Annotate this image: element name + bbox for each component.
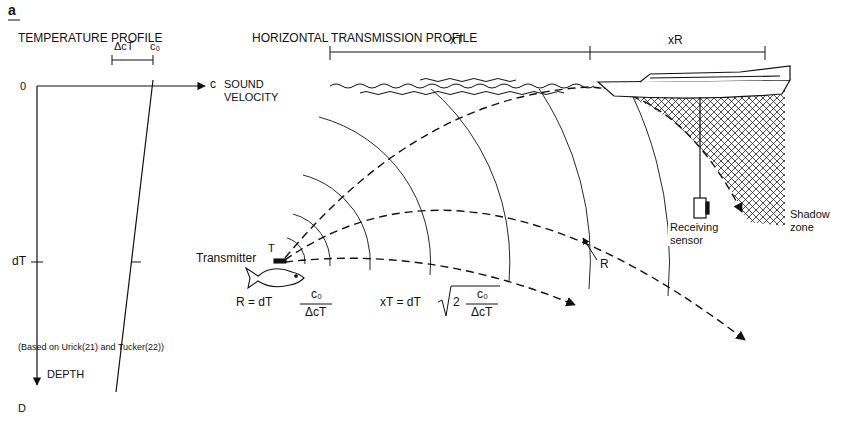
drawing-part — [285, 258, 575, 305]
formula-text: xT = dT — [380, 296, 421, 310]
drawing-part — [765, 46, 766, 60]
figure-letter: a — [8, 2, 16, 18]
shadow-zone — [590, 87, 785, 226]
depth-marker: dT — [12, 255, 26, 269]
formula-text: c₀ — [311, 288, 322, 302]
source-note: (Based on Urick(21) and Tucker(22)) — [18, 342, 164, 352]
drawing-part — [246, 268, 304, 288]
drawing-part — [274, 259, 286, 263]
drawing-part — [36, 86, 37, 385]
axis-title: DEPTH — [47, 368, 84, 381]
drawing-part — [694, 198, 706, 218]
drawing-part — [360, 89, 590, 289]
underline — [8, 20, 20, 21]
heading: HORIZONTAL TRANSMISSION PROFILE — [252, 32, 477, 46]
drawing-part — [285, 87, 742, 258]
drawing-part — [330, 52, 765, 53]
drawing-part — [590, 46, 591, 60]
part-label: T — [268, 242, 275, 255]
drawing-part — [131, 262, 141, 263]
axis-label: D — [18, 402, 26, 415]
delta-label: ΔcT — [114, 40, 134, 53]
temperature-profile — [31, 55, 205, 392]
drawing-part — [319, 117, 431, 275]
drawing-part — [112, 55, 113, 65]
formula-text: c₀ — [477, 288, 488, 302]
region-label: Shadow zone — [790, 208, 848, 233]
formula-text: ΔcT — [471, 306, 492, 320]
formula-marks — [300, 286, 500, 316]
sound-rays — [285, 87, 745, 340]
wavefronts — [287, 89, 670, 296]
formula-text: 2 — [453, 296, 460, 310]
drawing-part — [37, 85, 205, 86]
velocity-label: c₀ — [150, 40, 160, 53]
dimension-label: xT — [450, 34, 463, 48]
formula-text: ΔcT — [305, 306, 326, 320]
axis-value: 0 — [20, 80, 26, 93]
drawing-part — [300, 304, 332, 305]
heading: TEMPERATURE PROFILE — [18, 32, 162, 46]
formula-text: R = dT — [236, 296, 272, 310]
drawing-part — [598, 80, 790, 98]
drawing-part — [650, 76, 780, 78]
drawing-part — [295, 275, 298, 278]
receiving-sensor — [694, 97, 709, 218]
axis-label: c — [210, 78, 216, 92]
drawing-part — [420, 79, 516, 82]
drawing-part — [31, 262, 43, 263]
dimension-line — [330, 46, 765, 60]
drawing-part — [381, 89, 670, 296]
drawing-part — [285, 210, 745, 340]
radius-pointer — [583, 238, 597, 260]
drawing-part — [330, 46, 331, 60]
dimension-label: xR — [668, 34, 683, 48]
axis-title: SOUND VELOCITY — [224, 78, 286, 103]
drawing-part — [640, 66, 790, 82]
drawing-part — [112, 60, 153, 61]
part-label: Transmitter — [196, 252, 256, 266]
drawing-part — [699, 97, 700, 198]
drawing-part — [153, 55, 154, 65]
radius-label: R — [598, 258, 611, 272]
part-label: Receiving sensor — [668, 221, 740, 246]
drawing-part — [706, 202, 709, 214]
boat — [598, 66, 790, 98]
water-surface — [330, 79, 594, 95]
drawing-part — [330, 84, 594, 88]
drawing-part — [466, 304, 498, 305]
drawing-part — [340, 89, 510, 282]
